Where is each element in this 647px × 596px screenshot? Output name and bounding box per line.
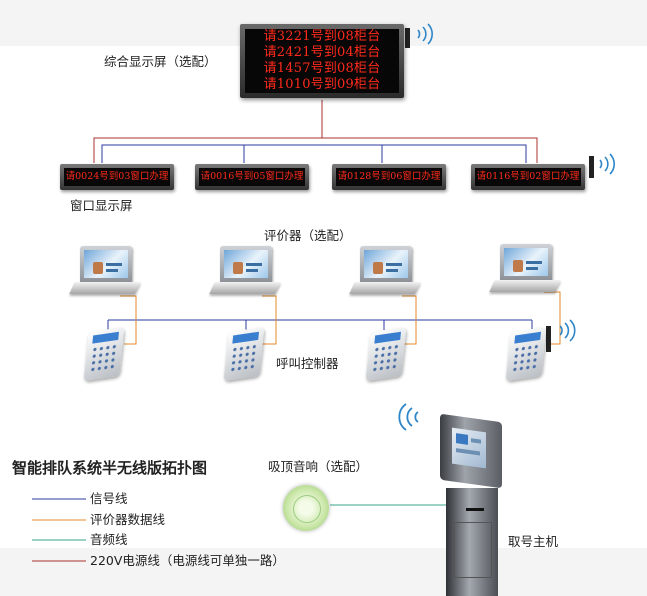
ceiling-speaker-icon [283, 485, 329, 531]
kiosk-label: 取号主机 [508, 534, 559, 549]
window-display-text: 请0128号到06窗口办理 [336, 168, 442, 186]
ticket-kiosk [434, 413, 514, 596]
eval-line-1 [120, 295, 137, 345]
diagram-title: 智能排队系统半无线版拓扑图 [12, 459, 208, 477]
window-display-3: 请0128号到06窗口办理 [332, 164, 446, 190]
window-display-2: 请0016号到05窗口办理 [195, 164, 309, 190]
caller-label: 呼叫控制器 [276, 356, 339, 371]
main-display-row: 请1457号到08柜台 [263, 61, 381, 76]
window-display-4: 请0116号到02窗口办理 [471, 164, 585, 190]
main-display-row: 请2421号到04柜台 [263, 45, 381, 60]
evaluator-device [489, 244, 561, 300]
caller-keypad [83, 326, 125, 382]
eval-line-2 [262, 295, 277, 345]
caller-keypad [505, 326, 547, 382]
legend-swatches [32, 498, 86, 562]
legend-label: 信号线 [90, 491, 128, 506]
wireless-icon [405, 23, 433, 48]
power-line-bus [93, 137, 538, 163]
window-display-label: 窗口显示屏 [70, 198, 133, 213]
window-display-1: 请0024号到03窗口办理 [60, 164, 174, 190]
window-display-text: 请0116号到02窗口办理 [475, 168, 581, 186]
signal-line-windows [101, 144, 527, 163]
evaluator-device [349, 246, 421, 302]
main-display-label: 综合显示屏（选配） [104, 54, 217, 69]
caller-keypad [223, 326, 265, 382]
window-display-text: 请0016号到05窗口办理 [199, 168, 305, 186]
evaluator-device [209, 246, 281, 302]
bottom-band [0, 548, 647, 596]
legend-label: 220V电源线（电源线可单独一路） [90, 553, 285, 568]
main-display-row: 请1010号到09柜台 [263, 77, 381, 92]
wireless-icon [398, 403, 419, 431]
eval-line-4 [544, 291, 561, 345]
eval-line-3 [402, 295, 417, 345]
evaluator-label: 评价器（选配） [264, 228, 352, 243]
wireless-icon [546, 319, 576, 352]
main-display-screen: 请3221号到08柜台 请2421号到04柜台 请1457号到08柜台 请101… [240, 24, 404, 98]
speaker-label: 吸顶音响（选配） [268, 459, 369, 474]
evaluator-device [69, 246, 141, 302]
legend-label: 音频线 [90, 532, 128, 547]
caller-keypad [365, 326, 407, 382]
wireless-icon [589, 153, 615, 178]
window-display-text: 请0024号到03窗口办理 [64, 168, 170, 186]
legend-label: 评价器数据线 [90, 512, 166, 527]
main-display-row: 请3221号到08柜台 [263, 29, 381, 44]
